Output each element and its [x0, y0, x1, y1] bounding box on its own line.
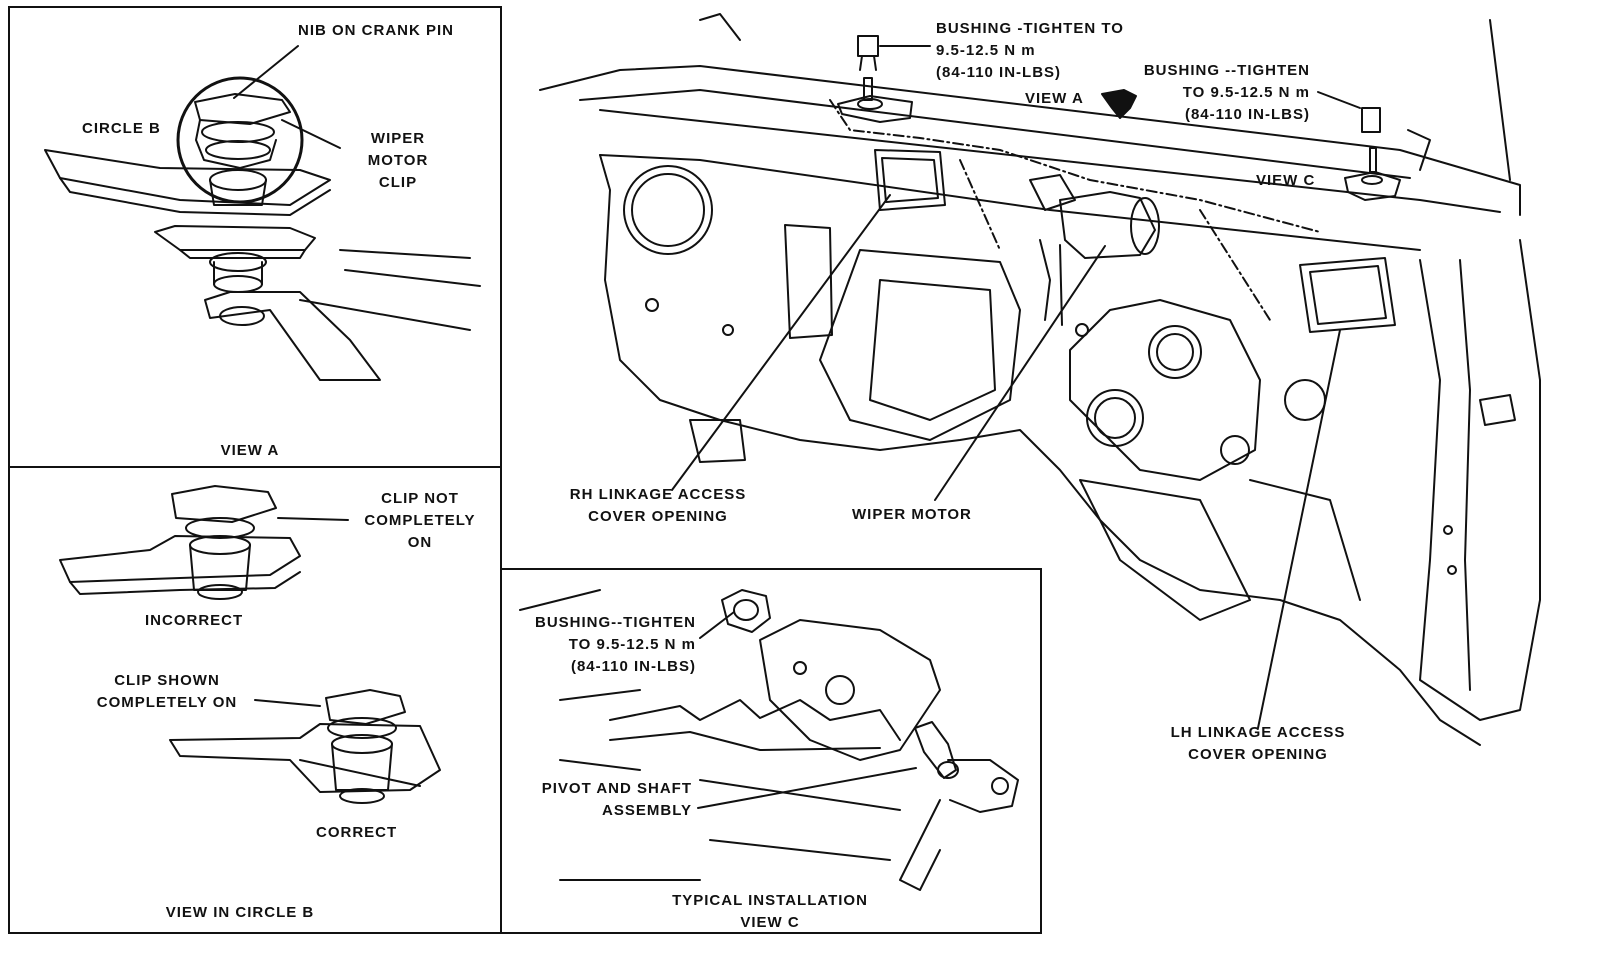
label-bushing-top: BUSHING -TIGHTEN TO 9.5-12.5 N m (84-110… [936, 20, 1124, 81]
label-rh-linkage-access: RH LINKAGE ACCESS COVER OPENING [569, 486, 747, 525]
label-incorrect: INCORRECT [145, 612, 244, 629]
label-wiper-motor: WIPER MOTOR [852, 506, 972, 523]
label-lh-linkage-access: LH LINKAGE ACCESS COVER OPENING [1170, 724, 1346, 763]
label-circle-b: CIRCLE B [82, 120, 161, 137]
label-nib-on-crank-pin: NIB ON CRANK PIN [298, 22, 455, 39]
label-view-a-marker: VIEW A [1025, 90, 1084, 107]
view-c-drawing [519, 589, 1019, 891]
dash-panel-drawing [539, 13, 1541, 746]
label-correct: CORRECT [316, 824, 398, 841]
right-bushing-drawing [1344, 107, 1431, 201]
correct-clip-drawing [169, 689, 441, 804]
label-pivot-and-shaft: PIVOT AND SHAFT ASSEMBLY [541, 780, 692, 819]
label-wiper-motor-clip: WIPER MOTOR CLIP [367, 130, 429, 191]
label-bushing-view-c: BUSHING--TIGHTEN TO 9.5-12.5 N m (84-110… [535, 614, 696, 675]
incorrect-clip-drawing [59, 485, 301, 600]
view-a-drawing [44, 76, 481, 381]
view-c-panel [500, 568, 1042, 934]
label-bushing-right: BUSHING --TIGHTEN TO 9.5-12.5 N m (84-11… [1143, 62, 1310, 123]
caption-view-in-circle-b: VIEW IN CIRCLE B [165, 904, 315, 921]
label-clip-not-completely-on: CLIP NOT COMPLETELY ON [364, 490, 476, 551]
top-bushing-drawing [837, 35, 913, 123]
label-view-c-marker: VIEW C [1256, 172, 1316, 189]
label-clip-shown-completely-on: CLIP SHOWN COMPLETELY ON [96, 672, 238, 711]
caption-view-a: VIEW A [220, 442, 280, 459]
caption-typical-installation: TYPICAL INSTALLATION VIEW C [672, 892, 868, 931]
